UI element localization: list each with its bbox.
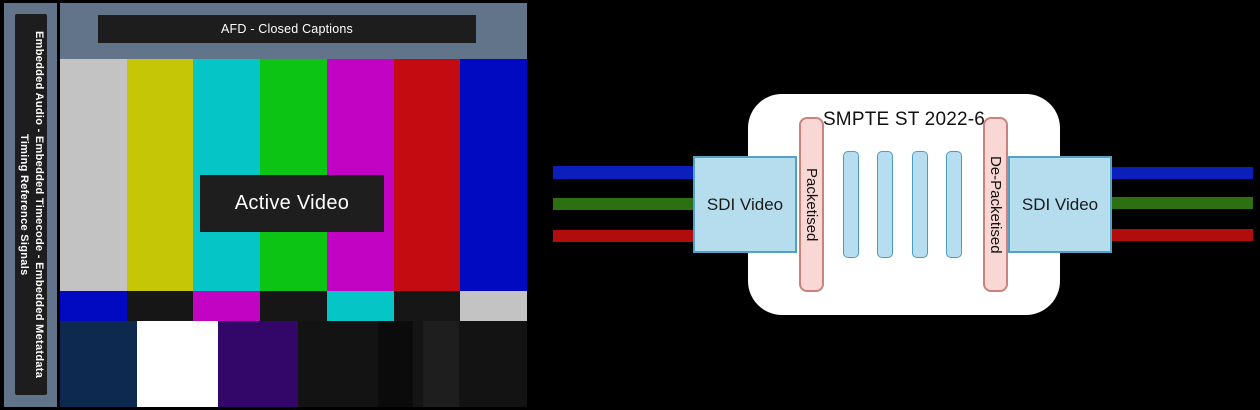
pluge-white: [137, 321, 218, 407]
active-video-label: Active Video: [234, 192, 350, 214]
ancillary-data-label-box: Embedded Audio - Embedded Timecode - Emb…: [15, 14, 47, 395]
bar-blue: [460, 59, 528, 291]
sdi-video-input-box: SDI Video: [693, 156, 797, 253]
cast-black-2: [260, 291, 327, 321]
cast-magenta: [193, 291, 261, 321]
pluge-purple: [218, 321, 298, 407]
afd-closed-captions-label: AFD - Closed Captions: [220, 22, 354, 36]
cast-blue: [60, 291, 127, 321]
active-video-box: Active Video: [200, 175, 384, 232]
input-stream-green: [553, 198, 693, 210]
bar-yellow: [126, 59, 194, 291]
sdi-video-output-box: SDI Video: [1008, 156, 1112, 253]
packet-bar: [946, 151, 962, 258]
pluge-black-3: [459, 321, 527, 407]
input-stream-red: [553, 230, 693, 242]
pluge-row: [60, 321, 527, 407]
bar-gray: [60, 59, 127, 291]
output-stream-red: [1112, 229, 1253, 241]
cast-gray: [460, 291, 528, 321]
bar-red: [393, 59, 461, 291]
depacketised-bar: De-Packetised: [983, 117, 1008, 292]
sdi-video-output-label: SDI Video: [1021, 194, 1099, 214]
cast-black-1: [126, 291, 194, 321]
packetised-label: Packetised: [803, 167, 820, 242]
timing-reference-label: Timing Reference Signals: [18, 133, 30, 276]
cast-black-3: [393, 291, 461, 321]
cast-cyan: [326, 291, 394, 321]
output-stream-blue: [1112, 167, 1253, 179]
vanc-band: AFD - Closed Captions: [60, 3, 527, 59]
ancillary-data-sidebar: Embedded Audio - Embedded Timecode - Emb…: [4, 3, 57, 407]
pluge-black-2: [413, 321, 423, 407]
packet-bar: [912, 151, 928, 258]
pluge-black-1: [298, 321, 378, 407]
pluge-navy: [60, 321, 137, 407]
output-stream-green: [1112, 197, 1253, 209]
afd-closed-captions-box: AFD - Closed Captions: [98, 15, 476, 43]
ancillary-data-label: Embedded Audio - Embedded Timecode - Emb…: [16, 31, 46, 378]
sdi-video-input-label: SDI Video: [706, 194, 784, 214]
packetised-bar: Packetised: [799, 117, 824, 292]
pluge-lightblack: [423, 321, 459, 407]
packet-bar: [843, 151, 859, 258]
castellation-row: [60, 291, 528, 321]
packet-bar: [877, 151, 893, 258]
pluge-superblack: [378, 321, 413, 407]
input-stream-blue: [553, 166, 693, 179]
diagram-title: SMPTE ST 2022-6: [822, 109, 986, 130]
smpte-color-bars-card: AFD - Closed Captions Active Video: [60, 3, 528, 407]
embedded-data-label: Embedded Audio - Embedded Timecode - Emb…: [33, 30, 45, 379]
depacketised-label: De-Packetised: [987, 155, 1004, 254]
